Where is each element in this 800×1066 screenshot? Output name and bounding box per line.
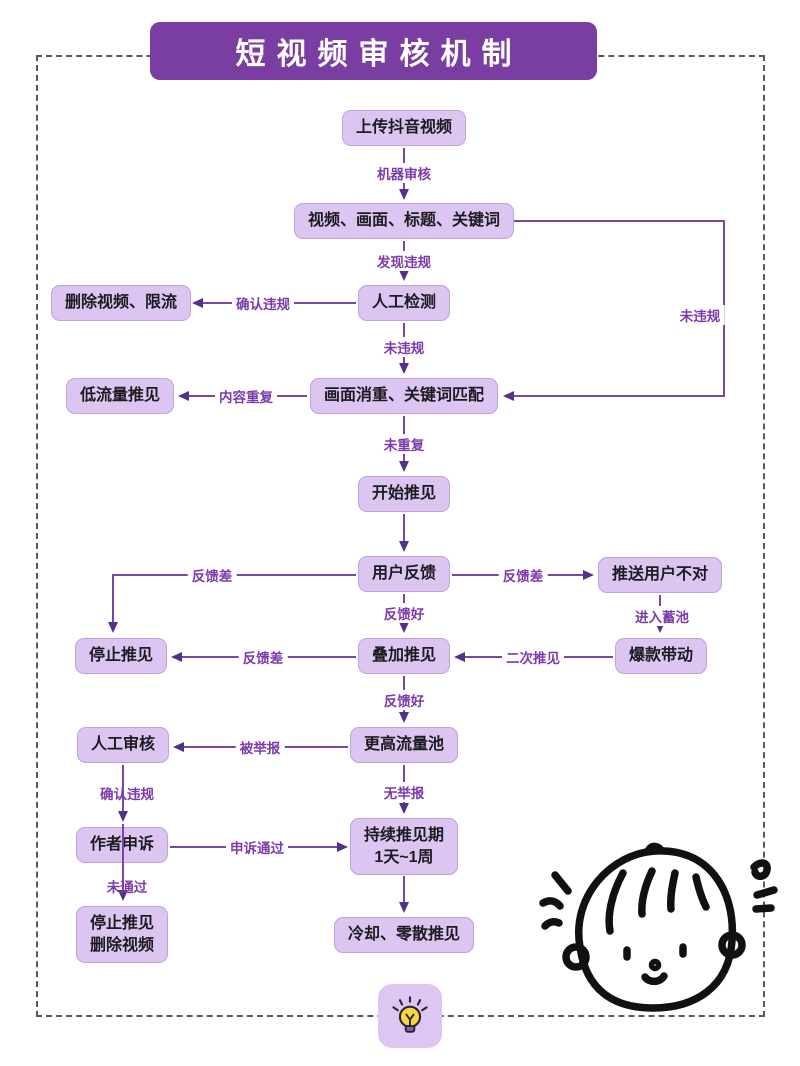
node-stop-delete-line1: 停止推见 — [89, 915, 155, 932]
node-cooling: 冷却、零散推见 — [333, 917, 475, 953]
label-enter-pool: 进入蓄池 — [631, 606, 693, 626]
label-confirm-violation-2: 确认违规 — [100, 787, 154, 802]
label-reported: 被举报 — [235, 737, 285, 757]
node-hit-drive: 爆款带动 — [614, 638, 708, 674]
page-title: 短视频审核机制 — [150, 22, 597, 80]
node-low-traffic: 低流量推见 — [65, 378, 175, 414]
label-no-violation-right: 未违规 — [675, 305, 725, 325]
label-content-repeat: 内容重复 — [215, 386, 277, 406]
label-not-pass: 未通过 — [106, 880, 148, 895]
node-sustain-period: 持续推见期 1天~1周 — [349, 818, 459, 876]
node-author-appeal: 作者申诉 — [75, 827, 169, 863]
node-dedupe: 画面消重、关键词匹配 — [309, 378, 499, 414]
lightbulb-icon — [392, 996, 428, 1033]
node-manual-detect: 人工检测 — [357, 285, 451, 321]
label-confirm-violation: 确认违规 — [232, 293, 294, 313]
label-found-violation: 发现违规 — [373, 251, 435, 271]
label-not-repeat: 未重复 — [379, 434, 429, 454]
label-no-violation-mid: 未违规 — [379, 337, 429, 357]
label-feedback-bad-right: 反馈差 — [498, 565, 548, 585]
node-stop-delete: 停止推见 删除视频 — [75, 906, 169, 964]
label-second-rec: 二次推见 — [502, 647, 564, 667]
label-appeal-pass: 申诉通过 — [226, 837, 288, 857]
node-manual-review: 人工审核 — [76, 727, 170, 763]
node-stop-delete-line2: 删除视频 — [89, 936, 155, 954]
label-feedback-good-1: 反馈好 — [379, 603, 429, 623]
child-face-doodle — [539, 842, 778, 1012]
node-sustain-line2: 1天~1周 — [374, 848, 434, 866]
label-feedback-bad-mid: 反馈差 — [238, 647, 288, 667]
label-feedback-bad-left: 反馈差 — [187, 565, 237, 585]
node-check-items: 视频、画面、标题、关键词 — [293, 203, 515, 239]
label-no-report: 无举报 — [379, 782, 429, 802]
node-higher-pool: 更高流量池 — [349, 727, 459, 763]
node-user-feedback: 用户反馈 — [357, 556, 451, 592]
edge-feedback-to-stop — [108, 574, 356, 633]
label-machine-review: 机器审核 — [373, 163, 435, 183]
lightbulb-badge — [378, 984, 442, 1048]
node-stack-rec: 叠加推见 — [357, 638, 451, 674]
label-feedback-good-2: 反馈好 — [379, 690, 429, 710]
node-upload: 上传抖音视频 — [341, 110, 467, 146]
node-start-rec: 开始推见 — [357, 476, 451, 512]
node-stop-rec: 停止推见 — [74, 638, 168, 674]
node-wrong-users: 推送用户不对 — [597, 557, 723, 593]
node-delete-limit: 删除视频、限流 — [50, 285, 192, 321]
node-sustain-line1: 持续推见期 — [363, 827, 445, 844]
